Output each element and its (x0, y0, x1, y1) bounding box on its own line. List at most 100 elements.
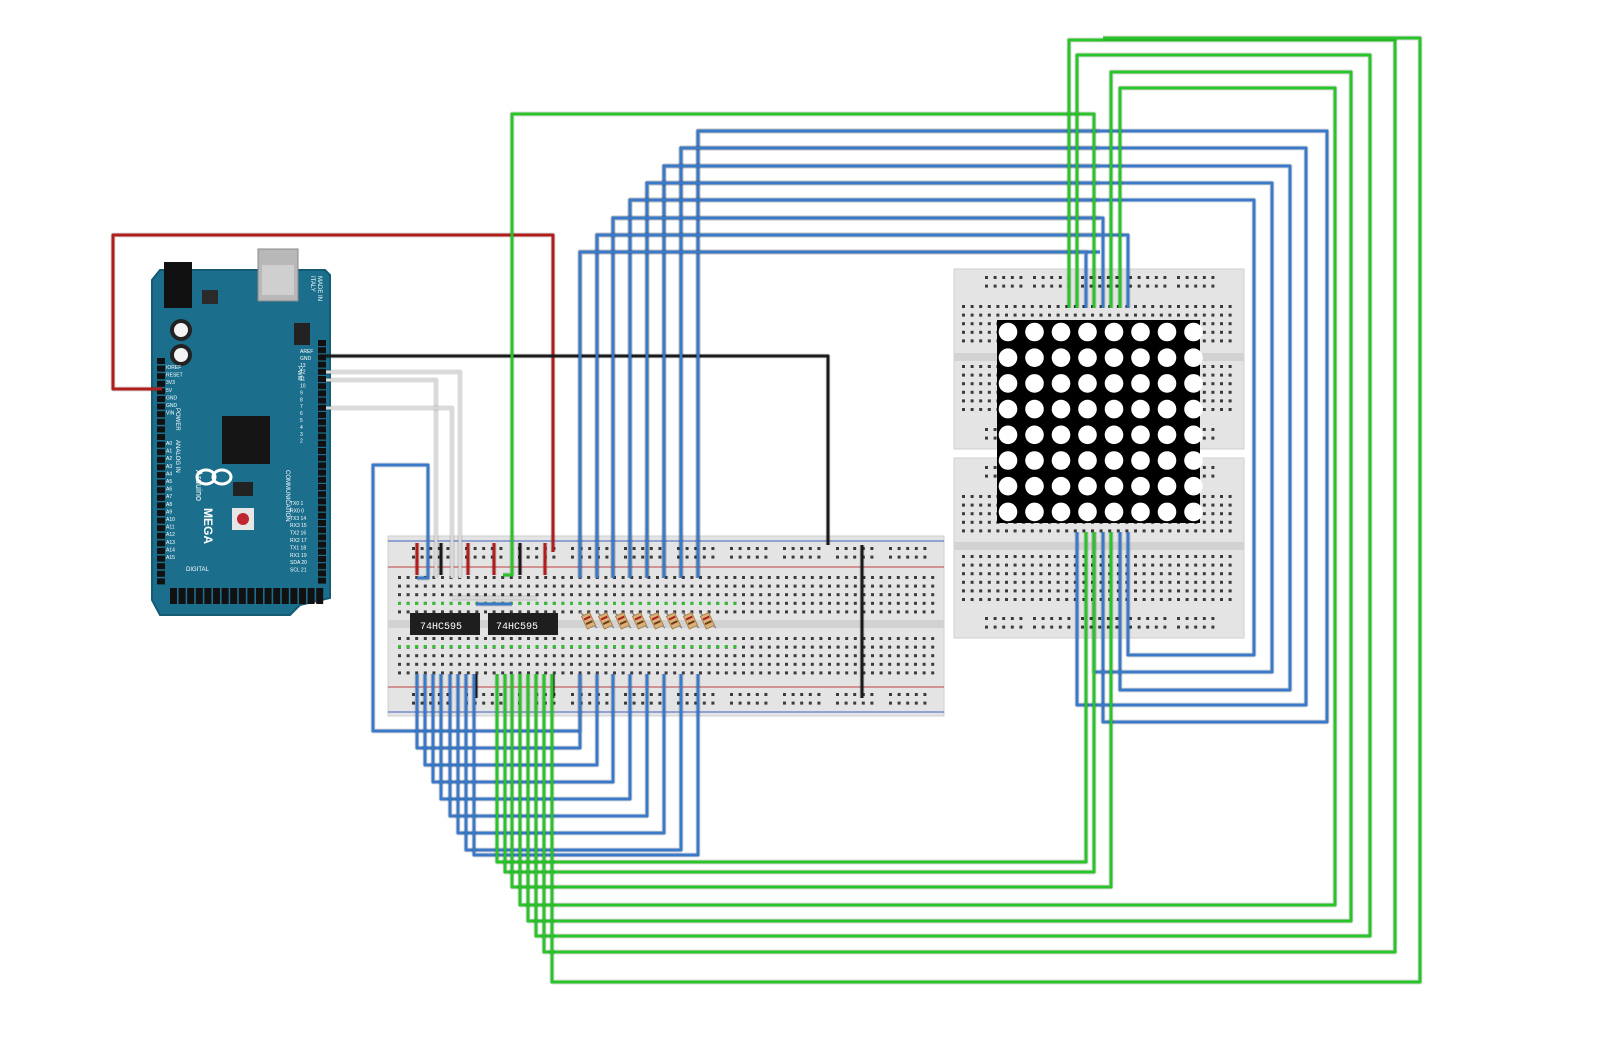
led (1184, 502, 1203, 522)
led (1078, 451, 1097, 470)
comm-pin-label: RX1 19 (290, 553, 307, 559)
comm-pin-label: SCL 21 (290, 568, 307, 574)
column-wire (542, 38, 1397, 954)
pwm-pin-label: GND (300, 356, 312, 362)
led (1184, 451, 1203, 470)
led (998, 322, 1018, 342)
led (1131, 374, 1150, 393)
board-pin-headers: IOREFRESET3V35VGNDGNDVINA0A1A2A3A4A5A6A7… (157, 340, 326, 604)
column-wire (550, 36, 1422, 984)
analog-pin-label: A2 (166, 456, 172, 462)
resistor (665, 612, 682, 630)
led (998, 399, 1018, 419)
led (1184, 399, 1203, 419)
led (1157, 374, 1177, 393)
pwm-pin-label: 12 (300, 370, 306, 376)
analog-pin-label: A10 (166, 517, 175, 523)
led (1051, 348, 1071, 368)
led (998, 502, 1018, 522)
comm-pin-label: RX3 15 (290, 523, 307, 529)
led (1131, 425, 1150, 445)
led (1025, 451, 1044, 470)
led (998, 374, 1018, 393)
comm-pin-label: TX2 16 (290, 531, 306, 537)
led (1025, 425, 1044, 445)
power-pin-label: GND (166, 403, 178, 409)
row-wire-bottom (431, 674, 615, 784)
comm-header-label: COMMUNICATION (284, 470, 290, 522)
led (1078, 399, 1097, 419)
led (1184, 374, 1203, 393)
arduino-logo-icon (195, 468, 233, 486)
resistor (631, 612, 648, 630)
led (1131, 322, 1150, 342)
power-wire (111, 233, 555, 552)
column-wire (510, 532, 1113, 889)
led (1157, 348, 1177, 368)
breadboard-center-channel (388, 620, 944, 628)
power-header-label: POWER (174, 408, 180, 431)
analog-pin-label: A0 (166, 441, 172, 447)
icsp-header-2 (294, 323, 310, 345)
power-pin-label: IOREF (166, 365, 181, 371)
column-wire (526, 70, 1353, 923)
ground-wire (326, 354, 830, 545)
analog-pin-label: A15 (166, 555, 175, 561)
led (1051, 502, 1071, 522)
analog-pin-label: A4 (166, 471, 172, 477)
led (1051, 476, 1071, 496)
power-pin-label: 3V3 (166, 380, 175, 386)
led (1078, 425, 1097, 445)
led (1051, 399, 1071, 419)
led (1104, 451, 1124, 470)
icsp-header (233, 482, 253, 496)
led (1078, 374, 1097, 393)
pwm-pin-label: 4 (300, 425, 303, 431)
pwm-pin-label: AREF (300, 349, 313, 355)
signal-wire-data (326, 370, 462, 578)
led-matrix-dots (998, 322, 1203, 522)
led (1078, 322, 1097, 342)
analog-pin-label: A13 (166, 540, 175, 546)
led (1025, 374, 1044, 393)
led (1025, 476, 1044, 496)
led-matrix (997, 320, 1203, 523)
led (1131, 502, 1150, 522)
signal-wire-clock (326, 406, 454, 578)
row-wire-1 (696, 129, 1329, 724)
led (1157, 399, 1177, 419)
led (1157, 425, 1177, 445)
pwm-pin-label: 2 (300, 439, 303, 445)
led (998, 451, 1018, 470)
pwm-pin-label: 6 (300, 411, 303, 417)
wire-layer (110, 35, 1423, 985)
comm-pin-label: TX3 14 (290, 516, 306, 522)
led (1104, 322, 1124, 342)
pwm-pin-label: 5 (300, 418, 303, 424)
row-wire-2 (679, 146, 1308, 707)
resistor-array (579, 611, 717, 630)
led (1025, 348, 1044, 368)
board-brand: Arduino (194, 470, 204, 501)
row-wire-bottom (472, 674, 700, 857)
column-wire-1 (503, 112, 1096, 577)
led (1131, 451, 1150, 470)
led (1078, 348, 1097, 368)
analog-pin-label: A12 (166, 532, 175, 538)
resistor (614, 612, 631, 630)
led (1131, 476, 1150, 496)
regulator (202, 290, 218, 304)
row-wire-bottom (464, 674, 683, 852)
led (1157, 502, 1177, 522)
analog-pin-label: A5 (166, 479, 172, 485)
resistor (580, 612, 597, 630)
pwm-pin-label: 13 (300, 363, 306, 369)
shift-register-2-label: 74HC595 (496, 622, 538, 633)
led (1157, 322, 1177, 342)
board-model: MEGA (201, 508, 215, 544)
led (1131, 399, 1150, 419)
pwm-pin-label: 7 (300, 404, 303, 410)
led (998, 348, 1018, 368)
power-pin-label: VIN (166, 411, 175, 417)
